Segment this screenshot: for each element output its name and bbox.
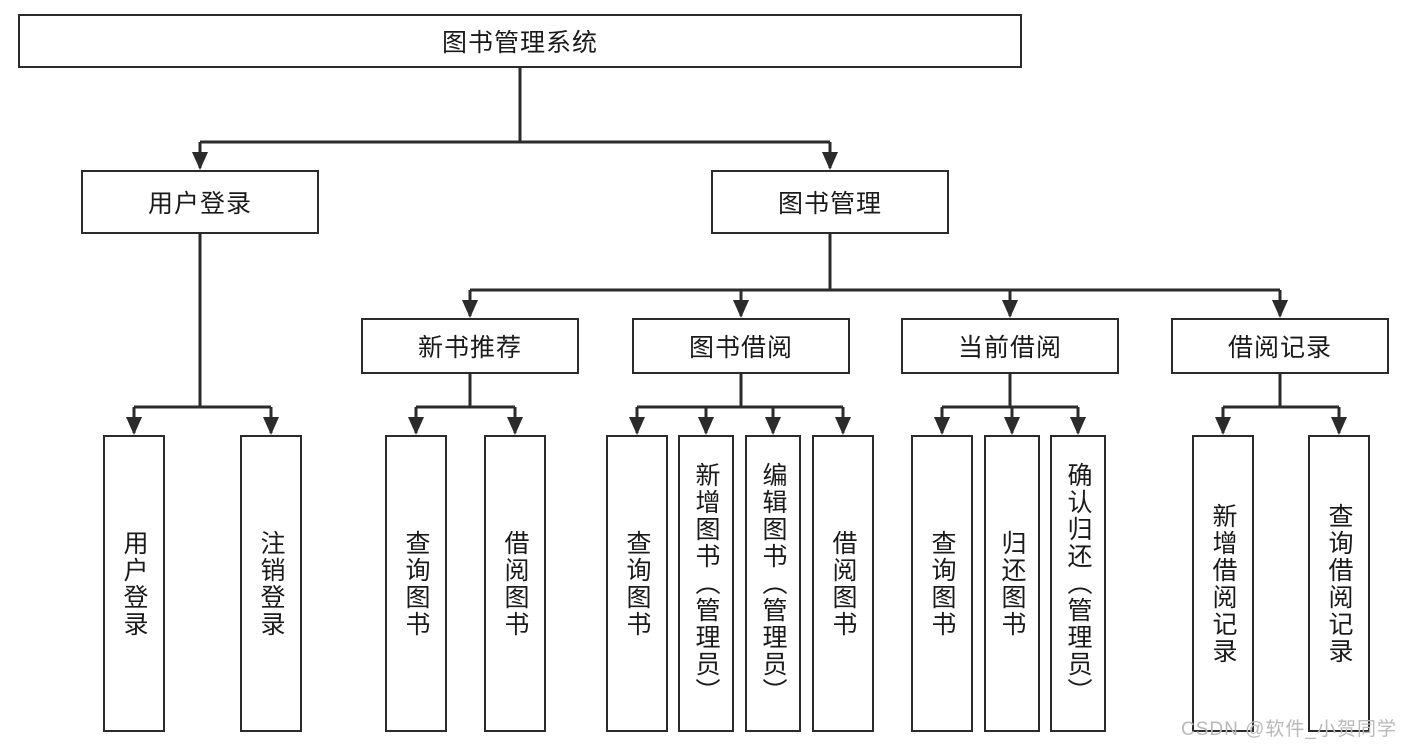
- arrowhead-book-borrow-1: [698, 417, 714, 435]
- arrowhead-book-borrow-3: [835, 417, 851, 435]
- node-leaf-add-record-label: 新增借阅记录: [1209, 502, 1237, 665]
- node-borrow-record-label: 借阅记录: [1227, 334, 1332, 362]
- node-root-label: 图书管理系统: [441, 29, 598, 57]
- arrowhead-root-1: [822, 152, 838, 170]
- arrowhead-current-borrow-2: [1070, 417, 1086, 435]
- node-leaf-query-book-2-label: 查询图书: [623, 529, 651, 638]
- arrowhead-book-manage-1: [733, 300, 749, 318]
- node-leaf-confirm-return-label: 确认归还（管理员）: [1064, 462, 1092, 705]
- node-leaf-user-login[interactable]: 用户登录: [103, 435, 165, 732]
- node-leaf-borrow-book-2[interactable]: 借阅图书: [812, 435, 874, 732]
- node-leaf-borrow-book-2-label: 借阅图书: [829, 529, 857, 638]
- node-book-borrow[interactable]: 图书借阅: [632, 318, 850, 374]
- arrowhead-borrow-record-1: [1331, 417, 1347, 435]
- node-leaf-return-book[interactable]: 归还图书: [984, 435, 1040, 732]
- arrowhead-borrow-record-0: [1215, 417, 1231, 435]
- node-user-login-label: 用户登录: [147, 190, 252, 218]
- arrowhead-book-manage-0: [462, 300, 478, 318]
- arrowhead-book-manage-3: [1272, 300, 1288, 318]
- arrowhead-current-borrow-0: [934, 417, 950, 435]
- watermark: CSDN @软件_小贺同学: [1181, 719, 1397, 740]
- node-leaf-query-book-1[interactable]: 查询图书: [385, 435, 447, 732]
- node-borrow-record[interactable]: 借阅记录: [1171, 318, 1389, 374]
- node-new-book-rec-label: 新书推荐: [417, 334, 522, 362]
- node-current-borrow-label: 当前借阅: [957, 334, 1062, 362]
- node-leaf-return-book-label: 归还图书: [998, 529, 1026, 638]
- node-leaf-logout-label: 注销登录: [257, 529, 285, 638]
- node-root[interactable]: 图书管理系统: [18, 14, 1022, 68]
- arrowhead-root-0: [192, 152, 208, 170]
- node-leaf-query-book-3[interactable]: 查询图书: [911, 435, 973, 732]
- node-leaf-query-record-label: 查询借阅记录: [1325, 502, 1353, 665]
- node-leaf-add-book[interactable]: 新增图书（管理员）: [678, 435, 734, 732]
- node-leaf-query-book-3-label: 查询图书: [928, 529, 956, 638]
- node-leaf-add-record[interactable]: 新增借阅记录: [1192, 435, 1254, 732]
- node-leaf-query-book-1-label: 查询图书: [402, 529, 430, 638]
- arrowhead-book-manage-2: [1002, 300, 1018, 318]
- arrowhead-current-borrow-1: [1004, 417, 1020, 435]
- arrowhead-new-book-rec-0: [408, 417, 424, 435]
- node-book-borrow-label: 图书借阅: [688, 334, 793, 362]
- node-leaf-borrow-book-1[interactable]: 借阅图书: [484, 435, 546, 732]
- node-leaf-add-book-label: 新增图书（管理员）: [692, 462, 720, 705]
- arrowhead-user-login-1: [263, 417, 279, 435]
- node-book-manage[interactable]: 图书管理: [711, 170, 949, 234]
- node-leaf-borrow-book-1-label: 借阅图书: [501, 529, 529, 638]
- node-book-manage-label: 图书管理: [777, 190, 882, 218]
- node-leaf-edit-book[interactable]: 编辑图书（管理员）: [745, 435, 801, 732]
- arrowhead-book-borrow-0: [629, 417, 645, 435]
- node-current-borrow[interactable]: 当前借阅: [901, 318, 1119, 374]
- arrowhead-user-login-0: [126, 417, 142, 435]
- node-new-book-rec[interactable]: 新书推荐: [361, 318, 579, 374]
- node-leaf-logout[interactable]: 注销登录: [240, 435, 302, 732]
- arrowhead-new-book-rec-1: [507, 417, 523, 435]
- node-leaf-query-book-2[interactable]: 查询图书: [606, 435, 668, 732]
- node-leaf-query-record[interactable]: 查询借阅记录: [1308, 435, 1370, 732]
- node-leaf-user-login-label: 用户登录: [120, 529, 148, 638]
- arrowhead-book-borrow-2: [765, 417, 781, 435]
- node-leaf-confirm-return[interactable]: 确认归还（管理员）: [1050, 435, 1106, 732]
- node-leaf-edit-book-label: 编辑图书（管理员）: [759, 462, 787, 705]
- node-user-login[interactable]: 用户登录: [81, 170, 319, 234]
